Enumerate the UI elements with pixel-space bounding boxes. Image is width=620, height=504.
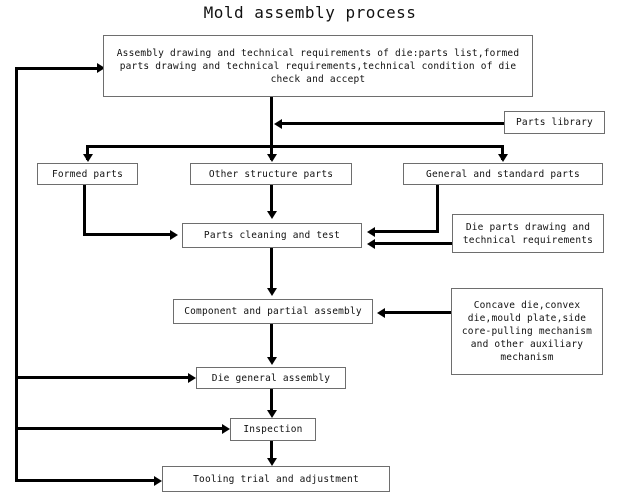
arrowhead-to-general-standard-parts <box>498 154 508 162</box>
connector-spine-to-die-general-assembly <box>15 376 190 379</box>
connector-formed-parts-down <box>83 185 86 234</box>
arrowhead-to-inspection <box>222 424 230 434</box>
node-die-general-assembly[interactable]: Die general assembly <box>196 367 346 389</box>
arrowhead-to-tooling-trial <box>154 476 162 486</box>
connector-concave-die-left <box>385 311 451 314</box>
node-die-parts-drawing[interactable]: Die parts drawing and technical requirem… <box>452 214 604 253</box>
arrowhead-die-general-to-inspection <box>267 410 277 418</box>
arrowhead-to-formed-parts <box>83 154 93 162</box>
connector-die-parts-drawing-left <box>375 242 453 245</box>
arrowhead-die-parts-drawing-to-cleaning <box>367 239 375 249</box>
arrowhead-component-to-die-general <box>267 357 277 365</box>
connector-cleaning-to-component <box>270 248 273 290</box>
connector-inspection-to-tooling <box>270 440 273 462</box>
arrowhead-other-structure-to-cleaning <box>267 211 277 219</box>
connector-spine-to-tooling-trial <box>15 479 156 482</box>
node-formed-parts[interactable]: Formed parts <box>37 163 138 185</box>
node-general-standard-parts[interactable]: General and standard parts <box>403 163 603 185</box>
node-parts-library-label: Parts library <box>516 117 593 128</box>
node-requirements[interactable]: Assembly drawing and technical requireme… <box>103 35 533 97</box>
node-tooling-trial-label: Tooling trial and adjustment <box>193 473 359 485</box>
node-parts-cleaning[interactable]: Parts cleaning and test <box>182 223 362 248</box>
arrowhead-to-die-general-assembly <box>188 373 196 383</box>
node-component-assembly-label: Component and partial assembly <box>184 306 362 317</box>
arrowhead-cleaning-to-component <box>267 288 277 296</box>
connector-branch-right <box>501 145 504 160</box>
node-inspection-label: Inspection <box>243 424 303 435</box>
connector-general-standard-down <box>436 185 439 233</box>
connector-other-structure-down <box>270 185 273 214</box>
connector-branch-left <box>86 145 89 160</box>
page-title: Mold assembly process <box>203 3 417 22</box>
arrowhead-general-standard-to-cleaning <box>367 227 375 237</box>
node-concave-die[interactable]: Concave die,convex die,mould plate,side … <box>451 288 603 375</box>
connector-die-general-to-inspection <box>270 388 273 413</box>
arrowhead-parts-library-to-trunk <box>274 119 282 129</box>
connector-distribution-bar <box>86 145 504 148</box>
node-parts-library[interactable]: Parts library <box>504 111 605 134</box>
connector-component-to-die-general <box>270 324 273 360</box>
node-parts-cleaning-label: Parts cleaning and test <box>203 230 341 241</box>
connector-formed-parts-right <box>83 233 172 236</box>
arrowhead-to-requirements <box>97 63 105 73</box>
connector-left-spine <box>15 67 18 482</box>
node-die-parts-drawing-label: Die parts drawing and technical requirem… <box>462 221 594 246</box>
node-formed-parts-label: Formed parts <box>51 168 124 180</box>
connector-general-standard-left <box>375 230 439 233</box>
node-tooling-trial[interactable]: Tooling trial and adjustment <box>162 466 390 492</box>
arrowhead-to-other-structure-parts <box>267 154 277 162</box>
arrowhead-concave-die-to-component <box>377 308 385 318</box>
node-general-standard-parts-label: General and standard parts <box>426 168 580 180</box>
node-concave-die-label: Concave die,convex die,mould plate,side … <box>461 300 593 363</box>
node-inspection[interactable]: Inspection <box>230 418 316 441</box>
connector-left-spine-top <box>15 67 100 70</box>
connector-parts-library-to-trunk <box>282 122 504 125</box>
arrowhead-formed-parts-to-cleaning <box>170 230 178 240</box>
connector-spine-to-inspection <box>15 427 224 430</box>
node-component-assembly[interactable]: Component and partial assembly <box>173 299 373 324</box>
node-other-structure-parts-label: Other structure parts <box>208 168 334 180</box>
arrowhead-inspection-to-tooling <box>267 458 277 466</box>
node-requirements-label: Assembly drawing and technical requireme… <box>116 47 520 85</box>
node-die-general-assembly-label: Die general assembly <box>211 372 331 384</box>
connector-requirements-trunk <box>270 96 273 160</box>
node-other-structure-parts[interactable]: Other structure parts <box>190 163 352 185</box>
